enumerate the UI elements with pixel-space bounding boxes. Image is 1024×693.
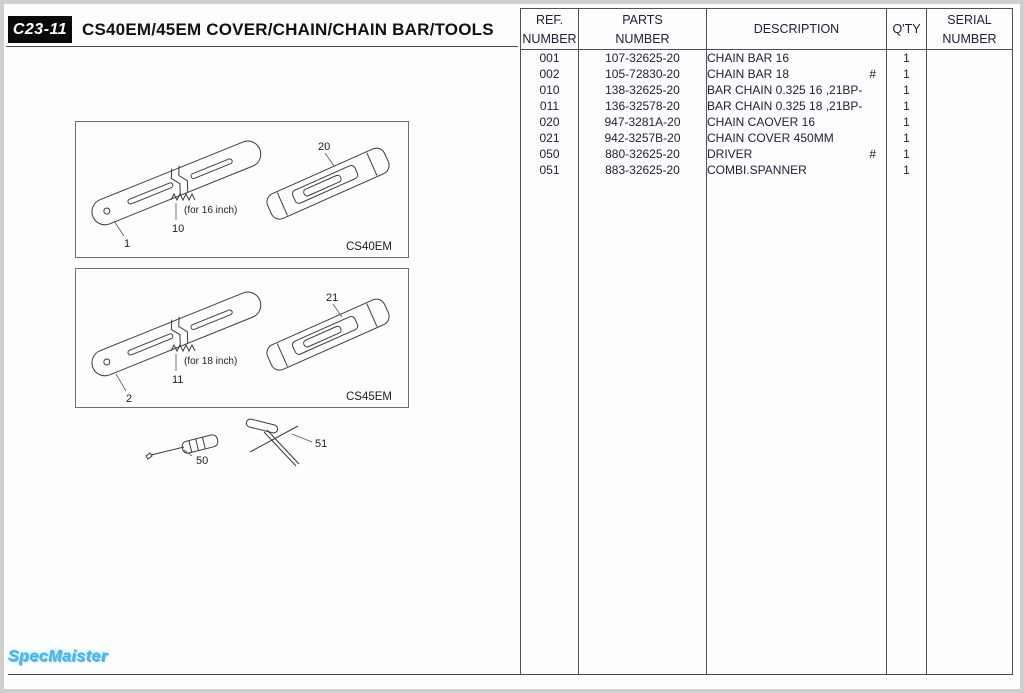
table-cell-ref: 002	[520, 66, 579, 82]
table-cell-part: 883-32625-20	[578, 162, 707, 178]
callout-21: 21	[326, 292, 338, 304]
table-cell-part: 105-72830-20	[578, 66, 707, 82]
screwdriver-drawing	[145, 434, 219, 460]
chain-bar-drawing	[91, 140, 262, 226]
page-code: C23-11	[12, 20, 68, 38]
chain-cover-drawing	[266, 147, 390, 220]
callout-20: 20	[318, 141, 330, 153]
table-cell-ref: 021	[520, 130, 579, 146]
table-cell-qty: 1	[886, 146, 927, 162]
table-cell-qty: 1	[886, 98, 927, 114]
chain-bar-drawing	[91, 291, 262, 377]
table-cell-ref: 001	[520, 49, 579, 66]
t-wrench-drawing	[245, 418, 300, 467]
table-cell-part: 942-3257B-20	[578, 130, 707, 146]
parts-table-filler	[520, 178, 1013, 674]
diagram-cs45em: (for 18 inch) 11 2 21 CS45EM	[75, 268, 409, 408]
table-cell-part: 136-32578-20	[578, 98, 707, 114]
parts-table-wrap: REF. NUMBER PARTS NUMBER DESCRIPTION	[520, 8, 1013, 675]
table-cell-serial	[926, 130, 1013, 146]
saw-chain-drawing	[170, 192, 196, 202]
header-description: DESCRIPTION	[706, 8, 887, 50]
table-cell-desc: BAR CHAIN 0.325 18 ,21BP-	[706, 98, 887, 114]
mark-symbol: #	[869, 67, 876, 81]
page-title: CS40EM/45EM COVER/CHAIN/CHAIN BAR/TOOLS	[82, 20, 494, 39]
header-parts-line1: PARTS	[622, 13, 663, 27]
model-label: CS45EM	[346, 391, 392, 403]
watermark: SpecMaister	[8, 648, 108, 665]
header-parts: PARTS NUMBER	[578, 8, 707, 50]
header-ref: REF. NUMBER	[520, 8, 579, 50]
tools-drawing: 50 51	[134, 414, 364, 480]
table-cell-serial	[926, 162, 1013, 178]
table-cell-ref: 011	[520, 98, 579, 114]
diagram-cs40em: (for 16 inch) 10 1 20 CS40EM	[75, 121, 409, 258]
table-cell-desc: CHAIN CAOVER 16	[706, 114, 887, 130]
callout-10: 10	[172, 223, 184, 235]
table-cell-serial	[926, 49, 1013, 66]
header-serial-line2: NUMBER	[942, 32, 997, 46]
header-serial: SERIAL NUMBER	[926, 8, 1013, 50]
table-cell-serial	[926, 114, 1013, 130]
table-cell-part: 880-32625-20	[578, 146, 707, 162]
header-serial-line1: SERIAL	[947, 13, 992, 27]
bottom-rule	[8, 674, 1012, 675]
callout-11: 11	[172, 374, 183, 386]
table-cell-qty: 1	[886, 162, 927, 178]
chain-cover-drawing	[266, 298, 390, 371]
table-cell-desc: CHAIN BAR 18#	[706, 66, 887, 82]
table-cell-part: 107-32625-20	[578, 49, 707, 66]
cs40em-drawing: (for 16 inch) 10 1 20 CS40EM	[91, 140, 392, 253]
mark-symbol: #	[869, 147, 876, 161]
callout-50: 50	[196, 455, 208, 467]
model-label: CS40EM	[346, 241, 392, 253]
page-code-badge: C23-11	[8, 16, 72, 43]
title-underline	[6, 46, 518, 47]
table-cell-ref: 051	[520, 162, 579, 178]
table-cell-qty: 1	[886, 66, 927, 82]
table-cell-qty: 1	[886, 130, 927, 146]
table-cell-qty: 1	[886, 114, 927, 130]
parts-table-header: REF. NUMBER PARTS NUMBER DESCRIPTION	[520, 8, 1013, 50]
table-cell-desc: DRIVER#	[706, 146, 887, 162]
callout-1: 1	[124, 238, 130, 250]
parts-table: REF. NUMBER PARTS NUMBER DESCRIPTION	[520, 8, 1013, 675]
table-cell-serial	[926, 82, 1013, 98]
saw-chain-drawing	[170, 343, 196, 353]
table-cell-serial	[926, 98, 1013, 114]
table-cell-ref: 050	[520, 146, 579, 162]
cs45em-drawing: (for 18 inch) 11 2 21 CS45EM	[91, 291, 392, 405]
table-cell-ref: 020	[520, 114, 579, 130]
callout-2: 2	[126, 393, 132, 405]
size-note: (for 16 inch)	[184, 205, 237, 216]
table-cell-part: 947-3281A-20	[578, 114, 707, 130]
table-cell-ref: 010	[520, 82, 579, 98]
header-parts-line2: NUMBER	[615, 32, 670, 46]
table-cell-desc: CHAIN BAR 16	[706, 49, 887, 66]
header-ref-line1: REF.	[535, 13, 564, 27]
table-cell-qty: 1	[886, 49, 927, 66]
table-cell-part: 138-32625-20	[578, 82, 707, 98]
header-ref-line2: NUMBER	[522, 32, 577, 46]
table-cell-serial	[926, 66, 1013, 82]
table-cell-desc: BAR CHAIN 0.325 16 ,21BP-	[706, 82, 887, 98]
callout-51: 51	[315, 438, 327, 450]
table-cell-desc: COMBI.SPANNER	[706, 162, 887, 178]
table-cell-serial	[926, 146, 1013, 162]
size-note: (for 18 inch)	[184, 356, 237, 367]
catalog-page: C23-11 CS40EM/45EM COVER/CHAIN/CHAIN BAR…	[4, 4, 1020, 689]
table-cell-qty: 1	[886, 82, 927, 98]
header-qty: Q'TY	[886, 8, 927, 50]
table-cell-desc: CHAIN COVER 450MM	[706, 130, 887, 146]
table-filler-row	[520, 178, 1013, 674]
